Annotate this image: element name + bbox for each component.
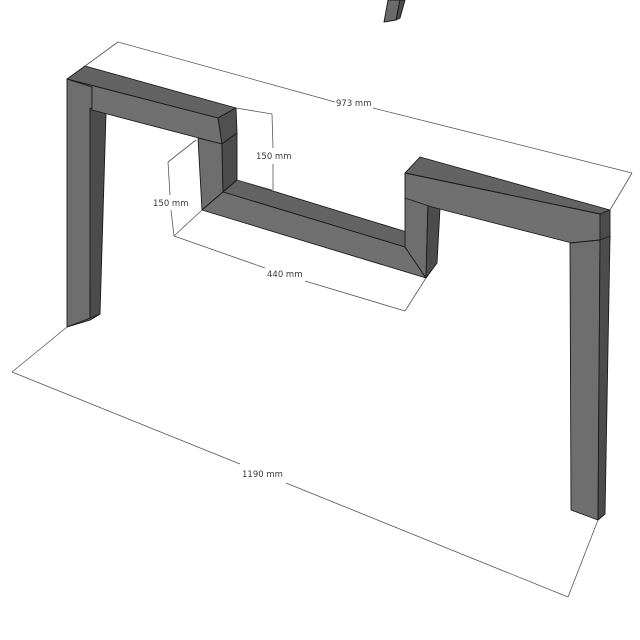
dimension-label-150-lower: 150 mm [153, 199, 189, 209]
dimension-top-width: 973 mm [84, 41, 633, 211]
dimension-base-width: 1190 mm [11, 326, 599, 598]
left-rail-front [66, 78, 223, 145]
right-leg-side [597, 235, 611, 521]
dimension-notch-width: 440 mm [173, 235, 427, 312]
dimension-notch-depth-upper: 150 mm [235, 107, 292, 191]
left-leg-front [66, 78, 93, 328]
table-leg-frame [66, 65, 611, 521]
dimension-notch-depth-lower: 150 mm [153, 139, 203, 237]
right-leg-front [569, 239, 601, 521]
left-leg-side [89, 107, 107, 321]
partial-fragment-top [383, 0, 406, 23]
dimension-label-1190: 1190 mm [242, 470, 283, 480]
dimension-label-440: 440 mm [267, 270, 303, 280]
dimension-label-973: 973 mm [336, 99, 372, 109]
dimension-label-150-upper: 150 mm [256, 152, 292, 162]
